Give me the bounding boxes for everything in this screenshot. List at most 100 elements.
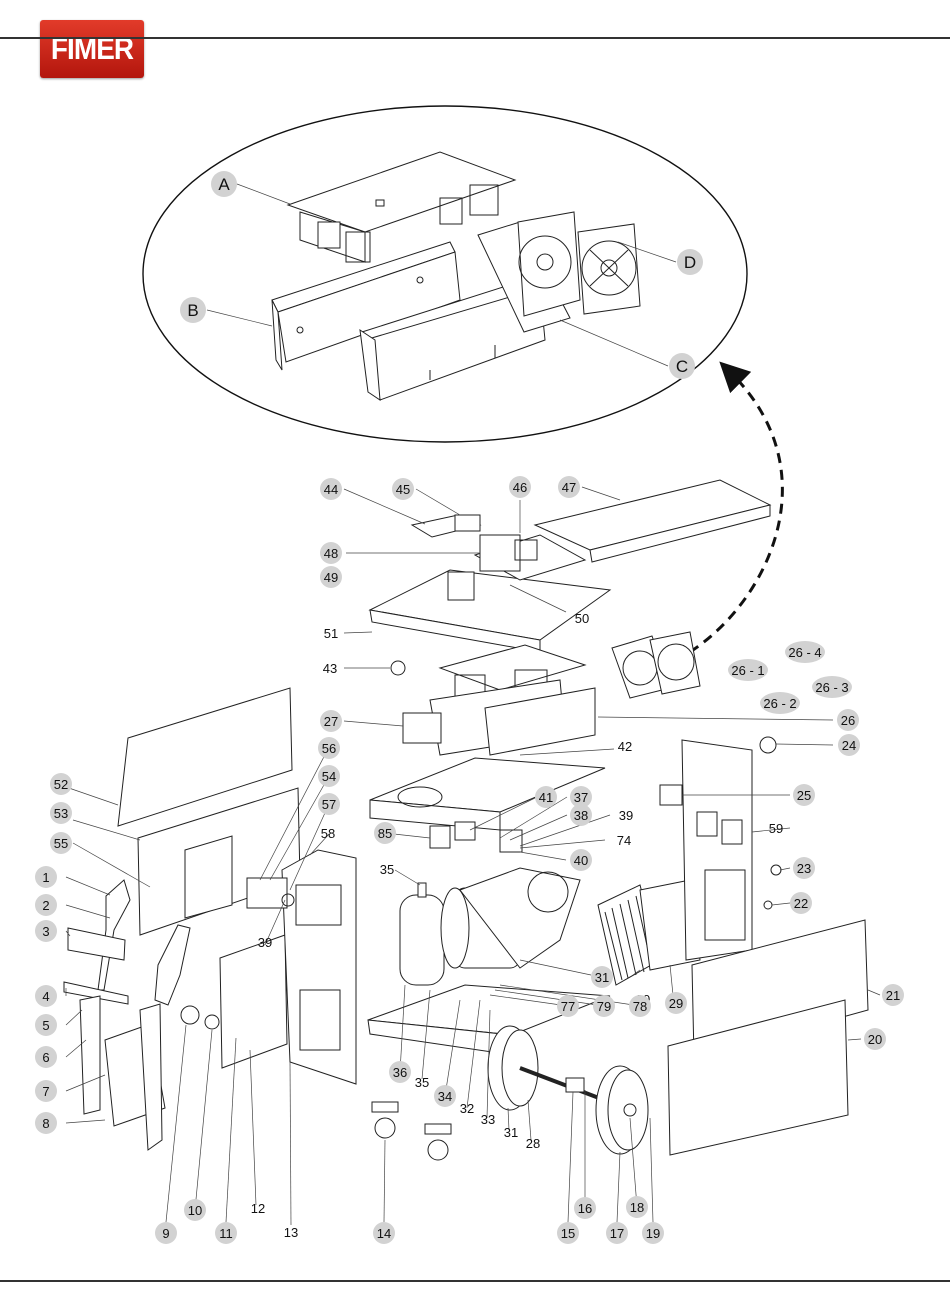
callout-C-text: C: [676, 357, 688, 376]
callout-21-text: 21: [886, 988, 900, 1003]
callout-6: 6: [35, 1046, 57, 1068]
callout-46: 46: [509, 476, 531, 498]
callout-26-4-text: 26 - 4: [788, 645, 821, 660]
part-fan-group: [612, 632, 700, 698]
callout-19: 19: [642, 1222, 664, 1244]
callout-8: 8: [35, 1112, 57, 1134]
callout-18: 18: [626, 1196, 648, 1218]
callout-22-text: 22: [794, 896, 808, 911]
callout-26-text: 26: [841, 713, 855, 728]
callout-74: 74: [617, 833, 631, 848]
callout-54-text: 54: [322, 769, 336, 784]
callout-38: 38: [570, 804, 592, 826]
callout-14-text: 14: [377, 1226, 391, 1241]
callout-35: 35: [380, 862, 394, 877]
callout-10: 10: [184, 1199, 206, 1221]
callout-16: 16: [574, 1197, 596, 1219]
part-base-plate: [370, 758, 605, 852]
part-25: [660, 785, 682, 805]
callout-20: 20: [864, 1028, 886, 1050]
callout-79-text: 79: [597, 999, 611, 1014]
part-inverter: [403, 645, 595, 755]
callout-A-text: A: [218, 175, 230, 194]
callout-35-b: 35: [415, 1075, 429, 1090]
part-rear-panel: [682, 740, 752, 960]
callout-50-text: 50: [575, 611, 589, 626]
callout-45: 45: [392, 478, 414, 500]
callout-23-text: 23: [797, 861, 811, 876]
callout-D-text: D: [684, 253, 696, 272]
part-front-panel-12: [220, 935, 287, 1068]
callout-1-text: 1: [42, 870, 49, 885]
callout-24-text: 24: [842, 738, 856, 753]
part-axle-bracket: [566, 1078, 584, 1092]
callout-42: 42: [618, 739, 632, 754]
callout-40: 40: [570, 849, 592, 871]
callout-45-text: 45: [396, 482, 410, 497]
callout-79: 79: [593, 995, 615, 1017]
callout-31b-text: 31: [504, 1125, 518, 1140]
callout-78: 78: [629, 995, 651, 1017]
part-front-frame-13: [282, 850, 356, 1084]
callout-26-1: 26 - 1: [728, 659, 768, 681]
callout-57-text: 57: [322, 797, 336, 812]
callout-46-text: 46: [513, 480, 527, 495]
callout-31-b: 31: [504, 1125, 518, 1140]
callout-32-text: 32: [460, 1101, 474, 1116]
callout-50: 50: [575, 611, 589, 626]
callout-56-text: 56: [322, 741, 336, 756]
callout-D: D: [677, 249, 703, 275]
callout-5: 5: [35, 1014, 57, 1036]
callout-22: 22: [790, 892, 812, 914]
callout-58-text: 58: [321, 826, 335, 841]
part-43: [391, 661, 405, 675]
callout-36: 36: [389, 1061, 411, 1083]
callout-25: 25: [793, 784, 815, 806]
callout-57: 57: [318, 793, 340, 815]
callout-C: C: [669, 353, 695, 379]
callout-53-text: 53: [54, 806, 68, 821]
callout-48: 48: [320, 542, 342, 564]
callout-19-text: 19: [646, 1226, 660, 1241]
callout-13: 13: [284, 1225, 298, 1240]
callout-26-3: 26 - 3: [812, 676, 852, 698]
part-switch-block: [247, 878, 294, 908]
callout-31-text: 31: [595, 970, 609, 985]
detail-top-board: [288, 152, 515, 262]
callout-43: 43: [323, 661, 337, 676]
callout-34-text: 34: [438, 1089, 452, 1104]
callout-35-text: 35: [380, 862, 394, 877]
callout-31: 31: [591, 966, 613, 988]
callout-B: B: [180, 297, 206, 323]
callout-39-text: 39: [619, 808, 633, 823]
callout-35b-text: 35: [415, 1075, 429, 1090]
part-wheel-right: [596, 1066, 648, 1154]
part-wheel-left: [488, 1026, 538, 1110]
callout-26-2: 26 - 2: [760, 692, 800, 714]
callout-29-text: 29: [669, 996, 683, 1011]
callout-55-text: 55: [54, 836, 68, 851]
callout-5-text: 5: [42, 1018, 49, 1033]
callout-54: 54: [318, 765, 340, 787]
callout-36-text: 36: [393, 1065, 407, 1080]
callout-58: 58: [321, 826, 335, 841]
callout-13-text: 13: [284, 1225, 298, 1240]
part-castor-2: [425, 1124, 451, 1160]
callout-10-text: 10: [188, 1203, 202, 1218]
callout-53: 53: [50, 802, 72, 824]
callout-47: 47: [558, 476, 580, 498]
callout-44: 44: [320, 478, 342, 500]
callout-7-text: 7: [42, 1084, 49, 1099]
callout-59-text: 59: [769, 821, 783, 836]
callout-40-text: 40: [574, 853, 588, 868]
callout-6-text: 6: [42, 1050, 49, 1065]
callout-27-text: 27: [324, 714, 338, 729]
callout-77-text: 77: [561, 999, 575, 1014]
part-24: [760, 737, 776, 753]
callout-A: A: [211, 171, 237, 197]
callout-33: 33: [481, 1112, 495, 1127]
callout-23: 23: [793, 857, 815, 879]
callout-43-text: 43: [323, 661, 337, 676]
callout-49-text: 49: [324, 570, 338, 585]
